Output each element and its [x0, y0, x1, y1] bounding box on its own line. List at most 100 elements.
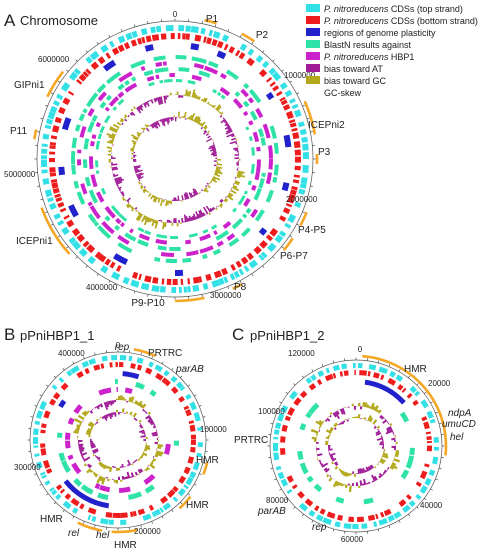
cds-bottom-ring	[41, 423, 47, 429]
gc-skew-ring	[98, 459, 101, 462]
gc-content-ring	[105, 401, 110, 408]
blast-ring	[245, 126, 250, 131]
blast-ring	[95, 160, 99, 168]
cds-bottom-ring	[383, 508, 392, 516]
gc-content-ring	[219, 204, 223, 208]
cds-bottom-ring	[159, 495, 169, 504]
cds-top-ring	[151, 511, 157, 518]
cds-top-ring	[299, 502, 309, 512]
gc-skew-ring	[110, 412, 114, 418]
cds-bottom-ring	[115, 265, 122, 272]
gc-content-ring	[144, 101, 148, 106]
scale-label: 1000000	[284, 71, 316, 80]
cds-bottom-ring	[186, 412, 192, 417]
gc-content-ring	[315, 433, 318, 436]
gc-content-ring	[113, 177, 115, 179]
gene-label: ndpA	[448, 408, 472, 419]
gc-skew-ring	[148, 192, 152, 198]
gc-content-ring	[199, 209, 205, 217]
gc-skew-ring	[157, 197, 161, 203]
gc-content-ring	[178, 95, 181, 98]
cds-top-ring	[202, 282, 209, 290]
gc-content-ring	[319, 461, 322, 465]
region-label: ICEPni1	[16, 236, 53, 247]
cds-top-ring	[288, 97, 296, 104]
scale-ring	[269, 359, 443, 533]
blast-ring	[124, 387, 133, 394]
gc-content-ring	[393, 458, 400, 463]
cds-top-ring	[352, 523, 359, 529]
blast-ring	[80, 484, 94, 495]
region-arc	[133, 348, 156, 358]
gc-content-ring	[219, 111, 222, 114]
cds-bottom-ring	[354, 370, 356, 376]
gc-content-ring	[135, 209, 138, 212]
blast-ring	[308, 402, 320, 415]
cds-top-ring	[49, 202, 57, 210]
gc-skew-ring	[368, 465, 373, 470]
gc-content-ring	[227, 127, 232, 131]
cds-bottom-ring	[180, 278, 184, 285]
gc-content-ring	[162, 221, 165, 230]
scale-tick	[45, 104, 48, 107]
gc-content-ring	[181, 217, 184, 223]
gc-skew-ring	[136, 133, 141, 137]
gc-content-ring	[96, 405, 100, 410]
cds-bottom-ring	[50, 135, 58, 140]
blast-ring	[261, 172, 266, 178]
cds-bottom-ring	[86, 244, 96, 254]
blast-ring	[257, 128, 265, 138]
gene-label: PRTRC	[234, 435, 268, 446]
blast-ring	[299, 422, 307, 431]
gc-content-ring	[188, 215, 192, 222]
scale-tick	[108, 280, 111, 284]
scale-tick	[274, 478, 277, 481]
gc-content-ring	[235, 178, 237, 181]
gc-content-ring	[222, 117, 225, 120]
scale-label: 0	[173, 10, 178, 19]
cds-top-ring	[100, 44, 109, 53]
scale-label: 300000	[14, 463, 41, 472]
cds-top-ring	[279, 82, 288, 90]
gc-skew-ring	[133, 417, 136, 420]
gc-content-ring	[208, 212, 211, 216]
gc-content-ring	[153, 98, 157, 103]
cds-bottom-ring	[152, 277, 159, 284]
blast-ring	[204, 65, 219, 75]
gc-content-ring	[191, 89, 196, 98]
plasticity-ring	[281, 182, 290, 192]
blast-ring	[137, 239, 149, 247]
blast-ring	[255, 107, 264, 119]
gc-skew-ring	[328, 448, 333, 451]
cds-top-ring	[42, 133, 50, 140]
cds-top-ring	[189, 401, 197, 411]
blast-ring	[243, 190, 248, 195]
gc-skew-ring	[197, 119, 202, 125]
cds-top-ring	[44, 124, 52, 130]
gc-skew-ring	[342, 420, 346, 423]
scale-tick	[50, 223, 54, 226]
gc-content-ring	[156, 427, 157, 430]
blast-ring	[164, 79, 173, 83]
cds-bottom-ring	[82, 240, 90, 248]
cds-bottom-ring	[178, 475, 187, 484]
blast-ring	[191, 74, 202, 82]
gc-skew-ring	[365, 419, 368, 421]
scale-tick	[302, 211, 305, 214]
legend-swatch	[306, 40, 320, 48]
gc-skew-ring	[167, 117, 170, 123]
blast-ring	[160, 252, 175, 257]
region-arc	[33, 129, 38, 140]
cds-bottom-ring	[43, 410, 51, 419]
gc-content-ring	[139, 403, 144, 408]
gc-skew-ring	[207, 130, 210, 134]
blast-ring	[231, 218, 244, 230]
region-arc	[40, 207, 71, 255]
gc-skew-ring	[91, 448, 93, 451]
legend-item: BlastN results against	[306, 40, 412, 50]
legend-species: P. nitroreducens	[324, 16, 389, 26]
gc-content-ring	[393, 447, 396, 451]
gc-skew-ring	[140, 184, 143, 188]
gc-skew-ring	[130, 147, 135, 151]
gc-content-ring	[237, 170, 245, 174]
